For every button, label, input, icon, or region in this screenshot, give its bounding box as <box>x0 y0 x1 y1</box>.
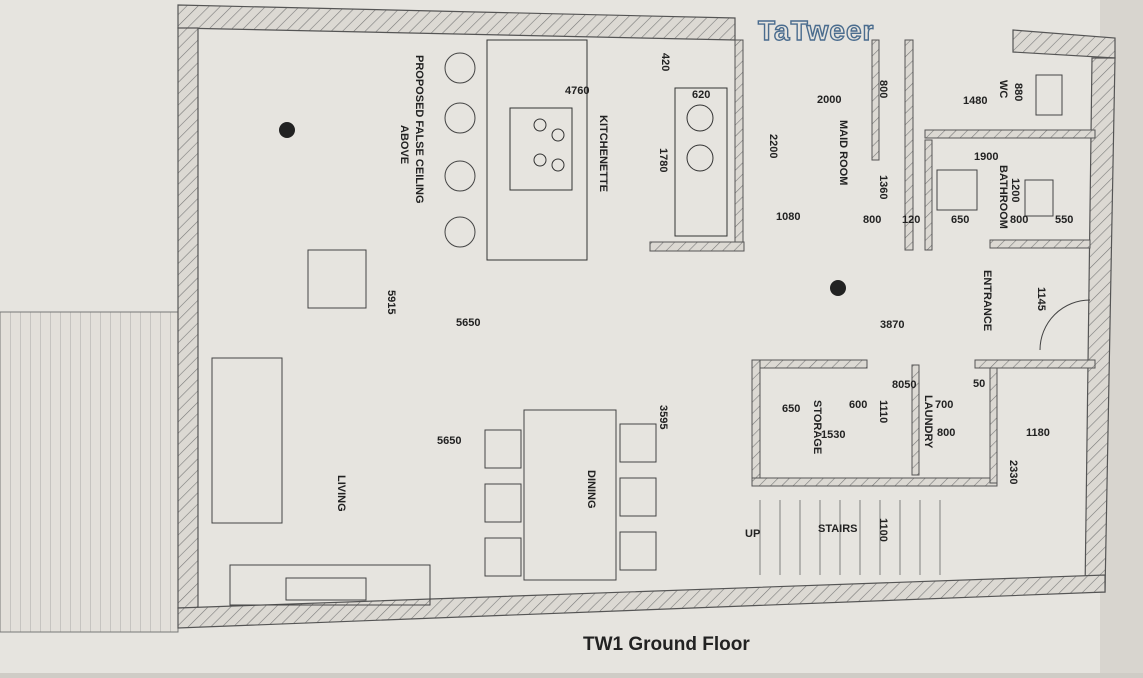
dining-set <box>484 409 657 581</box>
dim-5650-upper: 5650 <box>456 317 480 329</box>
dim-650-storage: 650 <box>782 403 800 415</box>
room-label-kitchenette: KITCHENETTE <box>597 115 609 192</box>
entrance-door-swing <box>1039 299 1091 351</box>
ceiling-note-line2: ABOVE <box>398 125 410 164</box>
exterior-walls <box>177 4 1116 629</box>
dim-1480: 1480 <box>963 95 987 107</box>
dim-2000: 2000 <box>817 94 841 106</box>
dim-4760: 4760 <box>565 85 589 97</box>
room-label-wc: WC <box>997 80 1009 98</box>
dim-600: 600 <box>849 399 867 411</box>
dim-1145: 1145 <box>1035 287 1047 311</box>
dim-800-bath: 800 <box>1010 214 1028 226</box>
sheet-title: TW1 Ground Floor <box>583 634 750 655</box>
room-label-living: LIVING <box>335 475 347 512</box>
room-label-bathroom: BATHROOM <box>997 165 1009 229</box>
room-label-storage: STORAGE <box>811 400 823 454</box>
dim-700: 700 <box>935 399 953 411</box>
room-label-entrance: ENTRANCE <box>981 270 993 331</box>
dim-800-maid: 800 <box>877 80 889 98</box>
dim-1180: 1180 <box>1026 427 1050 439</box>
level-marker-living <box>279 122 295 138</box>
dimension-labels: 4760 420 620 1780 2000 2200 1080 800 136… <box>385 53 1073 542</box>
tatweer-logo: TaTweer <box>758 15 874 46</box>
room-label-laundry: LAUNDRY <box>922 395 934 449</box>
dim-5650-lower: 5650 <box>437 435 461 447</box>
dim-120: 120 <box>902 214 920 226</box>
dim-50: 50 <box>973 378 985 390</box>
kitchenette-counter <box>486 39 728 261</box>
dim-8050: 8050 <box>892 379 916 391</box>
dim-1080: 1080 <box>776 211 800 223</box>
stairs-treads <box>759 500 941 575</box>
room-label-stairs: STAIRS <box>818 523 858 535</box>
interior-walls <box>649 39 1096 487</box>
dim-2200: 2200 <box>767 134 779 158</box>
dim-550: 550 <box>1055 214 1073 226</box>
ceiling-note-line1: PROPOSED FALSE CEILING <box>413 55 425 204</box>
level-marker-entrance <box>830 280 846 296</box>
dim-880: 880 <box>1012 83 1024 101</box>
sanitary-fixtures <box>936 74 1063 217</box>
bar-stools <box>444 52 476 248</box>
dim-1110: 1110 <box>877 400 889 423</box>
dim-1200: 1200 <box>1009 178 1021 202</box>
dim-650: 650 <box>951 214 969 226</box>
dim-620: 620 <box>692 89 710 101</box>
terrace-decking <box>0 311 179 633</box>
dim-2330: 2330 <box>1007 460 1019 484</box>
stairs-direction-up: UP <box>745 528 760 540</box>
dim-800-door: 800 <box>863 214 881 226</box>
room-label-dining: DINING <box>585 470 597 509</box>
dim-1900: 1900 <box>974 151 998 163</box>
dim-1360: 1360 <box>877 175 889 199</box>
living-furniture <box>211 249 431 606</box>
room-label-maid-room: MAID ROOM <box>837 120 849 185</box>
dim-3595: 3595 <box>657 405 669 429</box>
dim-420: 420 <box>659 53 671 71</box>
dim-1780: 1780 <box>657 148 669 172</box>
dim-3870: 3870 <box>880 319 904 331</box>
dim-5915: 5915 <box>385 290 397 314</box>
dim-1100: 1100 <box>877 518 889 542</box>
dim-800-laundry: 800 <box>937 427 955 439</box>
dim-1530: 1530 <box>821 429 845 441</box>
